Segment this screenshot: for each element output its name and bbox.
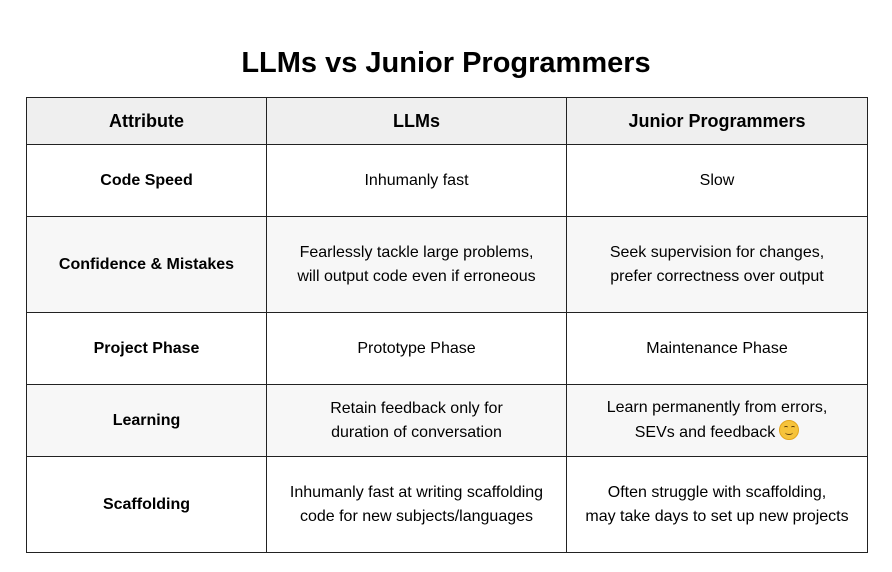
row-juniors-cell: Maintenance Phase bbox=[566, 312, 868, 385]
cell-text: Retain feedback only for bbox=[330, 399, 503, 417]
table-row: Scaffolding Inhumanly fast at writing sc… bbox=[26, 456, 868, 553]
cell-text: Slow bbox=[699, 171, 735, 189]
row-juniors-cell: Often struggle with scaffolding, may tak… bbox=[566, 456, 868, 553]
row-attribute: Learning bbox=[26, 384, 267, 457]
cell-text: may take days to set up new projects bbox=[585, 507, 849, 525]
cell-text: prefer correctness over output bbox=[610, 267, 824, 285]
row-juniors-cell: Learn permanently from errors, SEVs and … bbox=[566, 384, 868, 457]
header-attribute: Attribute bbox=[26, 97, 267, 145]
cell-text: SEVs and feedback bbox=[634, 424, 776, 441]
table-header-row: Attribute LLMs Junior Programmers bbox=[26, 97, 868, 145]
cell-text: Inhumanly fast bbox=[364, 171, 469, 189]
cell-text: Often struggle with scaffolding, bbox=[607, 483, 827, 501]
row-llms-cell: Prototype Phase bbox=[266, 312, 567, 385]
cell-text: Maintenance Phase bbox=[646, 339, 788, 357]
table-row: Project Phase Prototype Phase Maintenanc… bbox=[26, 312, 868, 385]
row-llms-cell: Inhumanly fast bbox=[266, 144, 567, 217]
cell-text: will output code even if erroneous bbox=[297, 267, 536, 285]
row-attribute: Confidence & Mistakes bbox=[26, 216, 267, 313]
row-attribute: Scaffolding bbox=[26, 456, 267, 553]
cell-text: Inhumanly fast at writing scaffolding bbox=[289, 483, 544, 501]
cell-text: Prototype Phase bbox=[357, 339, 476, 357]
row-juniors-cell: Slow bbox=[566, 144, 868, 217]
cell-text: duration of conversation bbox=[331, 423, 502, 441]
row-llms-cell: Retain feedback only for duration of con… bbox=[266, 384, 567, 457]
header-junior-programmers: Junior Programmers bbox=[566, 97, 868, 145]
cell-text: Seek supervision for changes, bbox=[609, 243, 825, 261]
row-juniors-cell: Seek supervision for changes, prefer cor… bbox=[566, 216, 868, 313]
row-attribute: Code Speed bbox=[26, 144, 267, 217]
page-title: LLMs vs Junior Programmers bbox=[241, 47, 651, 79]
table-row: Confidence & Mistakes Fearlessly tackle … bbox=[26, 216, 868, 313]
table-row: Learning Retain feedback only for durati… bbox=[26, 384, 868, 457]
cell-line-with-emoji: SEVs and feedback bbox=[573, 420, 861, 445]
row-attribute: Project Phase bbox=[26, 312, 267, 385]
header-llms: LLMs bbox=[266, 97, 567, 145]
cell-text: Learn permanently from errors, bbox=[606, 399, 828, 416]
comparison-table: Attribute LLMs Junior Programmers Code S… bbox=[26, 97, 868, 553]
cell-text: Fearlessly tackle large problems, bbox=[299, 243, 534, 261]
cell-text: code for new subjects/languages bbox=[299, 507, 534, 525]
row-llms-cell: Inhumanly fast at writing scaffolding co… bbox=[266, 456, 567, 553]
table-row: Code Speed Inhumanly fast Slow bbox=[26, 144, 868, 217]
smiling-face-emoji-icon bbox=[779, 420, 800, 440]
row-llms-cell: Fearlessly tackle large problems, will o… bbox=[266, 216, 567, 313]
